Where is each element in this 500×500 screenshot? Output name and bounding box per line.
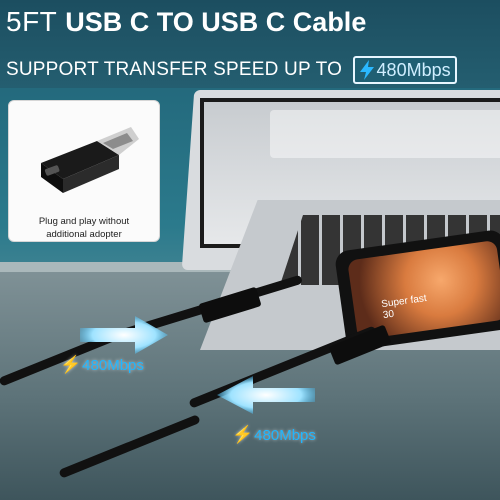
speed-callout-upper-text: 480Mbps [82, 357, 144, 374]
laptop-dock [270, 110, 500, 158]
speed-badge-text: 480Mbps [376, 59, 451, 80]
lightning-bolt-icon: ⚡ [232, 425, 254, 444]
adapter-inset-card: Plug and play without additional adopter [8, 100, 160, 242]
lightning-bolt-icon [359, 60, 374, 80]
adapter-caption-line1: Plug and play without [38, 216, 130, 227]
product-title: USB C TO USB C Cable [65, 7, 367, 37]
usb-a-to-c-adapter-icon [41, 127, 139, 193]
adapter-caption-line2: additional adopter [46, 229, 122, 240]
speed-callout-lower: ⚡480Mbps [232, 425, 316, 445]
arrow-right-icon [80, 316, 168, 354]
cable-length: 5FT [6, 6, 58, 37]
subtitle-text: SUPPORT TRANSFER SPEED UP TO [6, 59, 343, 80]
speed-callout-upper: ⚡480Mbps [60, 355, 144, 375]
speed-badge: 480Mbps [352, 56, 457, 84]
subtitle-row: SUPPORT TRANSFER SPEED UP TO 480Mbps [6, 56, 457, 84]
adapter-caption: Plug and play without additional adopter [9, 215, 159, 241]
lightning-bolt-icon: ⚡ [60, 355, 82, 374]
arrow-left-icon [217, 376, 315, 414]
speed-callout-lower-text: 480Mbps [254, 427, 316, 444]
